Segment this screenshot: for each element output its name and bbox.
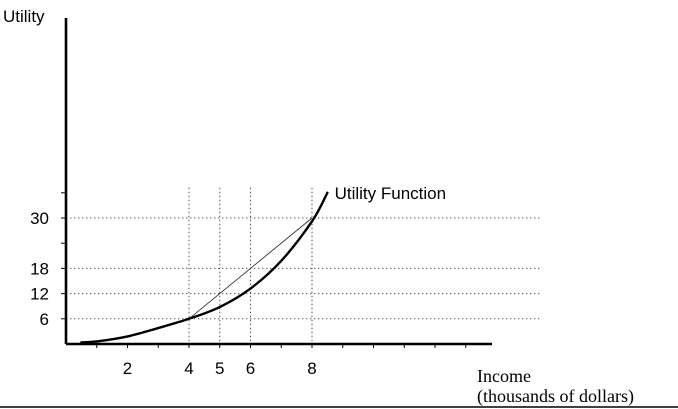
y-tick-label-18: 18 xyxy=(30,259,49,278)
tick-labels: 2 4 5 6 8 6 12 18 30 xyxy=(30,209,317,378)
x-tick-label-4: 4 xyxy=(184,359,193,378)
x-tick-label-6: 6 xyxy=(246,359,255,378)
y-tick-label-12: 12 xyxy=(30,285,49,304)
x-tick-label-5: 5 xyxy=(215,359,224,378)
chord-line xyxy=(188,217,313,320)
curve-group: Utility Function xyxy=(80,184,446,344)
y-tick-label-6: 6 xyxy=(40,310,49,329)
tick-marks xyxy=(61,192,467,348)
utility-function-curve xyxy=(80,191,329,344)
x-tick-label-2: 2 xyxy=(123,359,132,378)
y-tick-label-30: 30 xyxy=(30,209,49,228)
axes xyxy=(0,18,678,408)
x-axis-label-line1: Income xyxy=(477,366,531,386)
guide-lines xyxy=(66,187,541,344)
y-axis-label: Utility xyxy=(3,7,45,26)
chord-group xyxy=(188,217,313,320)
series-label-utility-function: Utility Function xyxy=(335,184,446,203)
x-tick-label-8: 8 xyxy=(307,359,316,378)
x-axis-label-line2: (thousands of dollars) xyxy=(477,386,634,407)
